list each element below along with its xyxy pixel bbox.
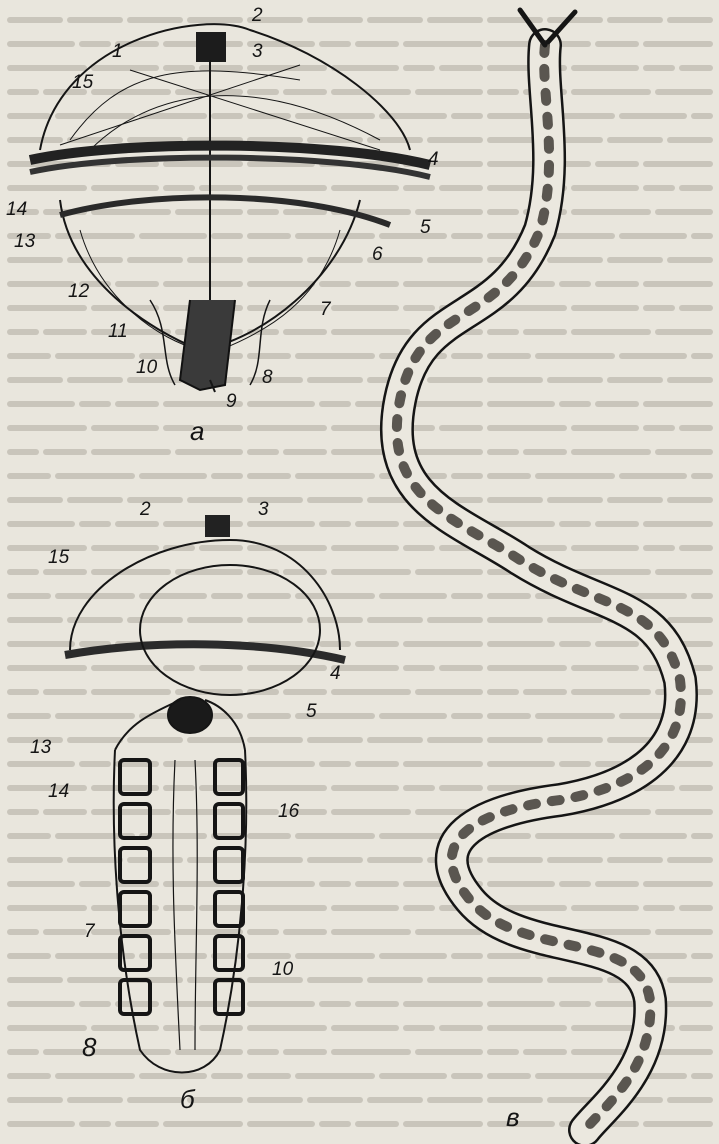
label-b-14: 14 [48, 782, 69, 801]
label-a-6: 6 [372, 245, 383, 264]
label-b-2: 2 [140, 500, 151, 519]
label-b-16: 16 [278, 802, 299, 821]
segment-block [120, 760, 150, 794]
panel-label-v: в [506, 1104, 520, 1130]
label-b-3: 3 [258, 500, 269, 519]
label-a-3: 3 [252, 42, 263, 61]
label-b-13: 13 [30, 738, 51, 757]
segment-block [215, 848, 243, 882]
apical-tuft-b [205, 515, 230, 537]
label-a-13: 13 [14, 232, 35, 251]
label-b-8: 8 [82, 1034, 96, 1060]
label-a-10: 10 [136, 358, 157, 377]
label-a-5: 5 [420, 218, 431, 237]
label-a-12: 12 [68, 282, 89, 301]
label-b-4: 4 [330, 664, 341, 683]
label-a-8: 8 [262, 368, 273, 387]
label-a-15: 15 [72, 73, 93, 92]
label-a-7: 7 [320, 300, 331, 319]
segment-block [120, 892, 150, 926]
segments-right [215, 760, 243, 1014]
panel-label-b: б [180, 1086, 195, 1112]
segment-block [120, 848, 150, 882]
panel-label-a: а [190, 418, 204, 444]
segment-block [120, 804, 150, 838]
label-a-11: 11 [108, 322, 128, 341]
label-b-10: 10 [272, 960, 293, 979]
label-b-7: 7 [84, 922, 95, 941]
label-a-9: 9 [226, 392, 237, 411]
label-a-4: 4 [428, 150, 439, 169]
segment-block [215, 804, 243, 838]
label-b-5: 5 [306, 702, 317, 721]
label-a-14: 14 [6, 200, 27, 219]
label-a-1: 1 [112, 42, 123, 61]
figure-b-drawing [65, 515, 345, 1073]
label-a-2: 2 [252, 6, 263, 25]
label-b-15: 15 [48, 548, 69, 567]
segment-block [120, 980, 150, 1014]
figure-v-drawing [397, 10, 681, 1130]
ciliated-girdle [30, 146, 430, 177]
segment-block [215, 760, 243, 794]
segments-left [120, 760, 150, 1014]
segment-block [215, 892, 243, 926]
